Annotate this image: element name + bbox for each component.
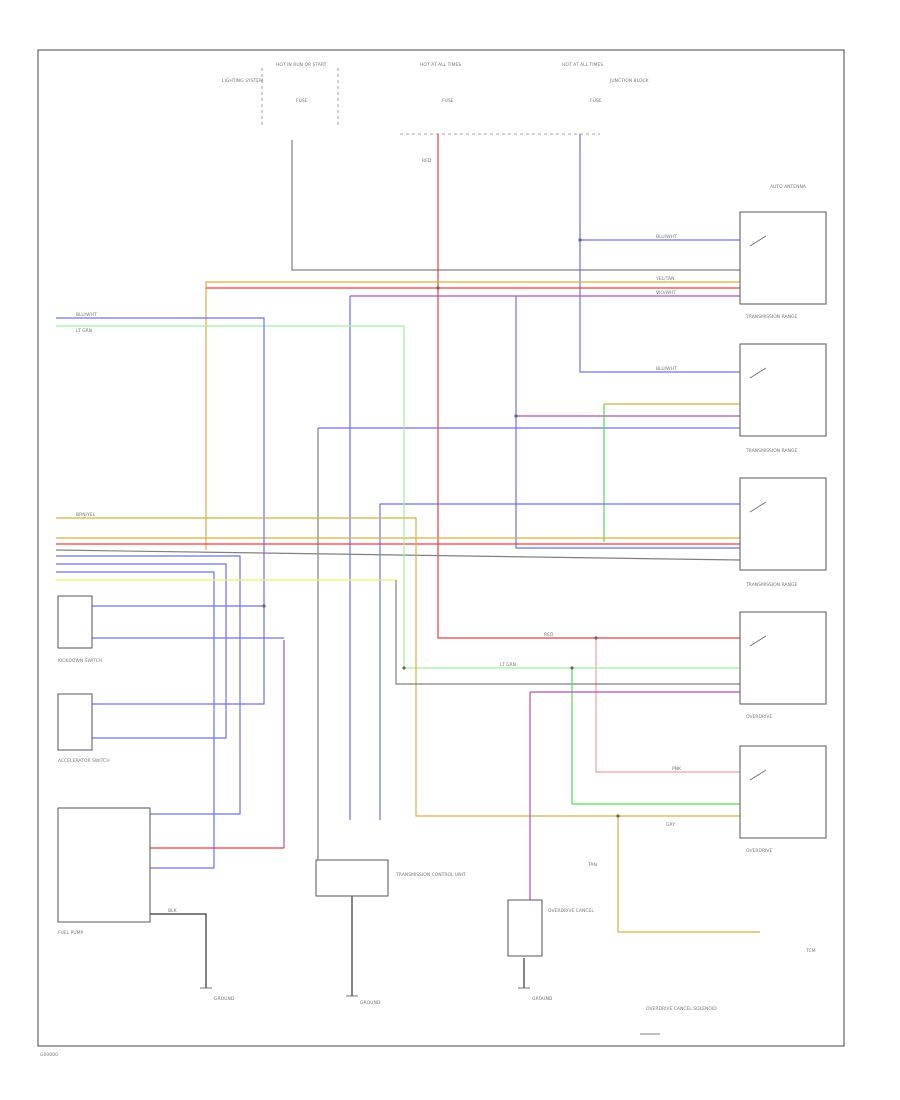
wire-label-blu-wht-3: BLU/WHT bbox=[76, 312, 97, 318]
label-overdrive-relay: OVERDRIVE CANCEL SOLENOID bbox=[646, 1006, 717, 1012]
label-ground-2: GROUND bbox=[360, 1000, 381, 1006]
label-auto-antenna: AUTO ANTENNA bbox=[770, 184, 807, 190]
label-accelerator: ACCELERATOR SWITCH bbox=[58, 758, 110, 764]
label-fuel-pump: FUEL PUMP bbox=[58, 930, 84, 936]
wire-label-vio-wht-1: VIO/WHT bbox=[656, 290, 676, 296]
kickdown-switch-box bbox=[57, 595, 93, 649]
wire-violet-mid-drop bbox=[515, 296, 740, 549]
wire-yel-cancel bbox=[617, 816, 760, 933]
auto-antenna-box bbox=[739, 211, 827, 305]
wire-label-blk: BLK bbox=[168, 908, 178, 914]
wire-label-tan: TAN bbox=[587, 862, 597, 868]
label-transmission-range-3: TRANSMISSION RANGE bbox=[745, 582, 797, 588]
label-transmission-ctrl: TRANSMISSION CONTROL UNIT bbox=[395, 872, 466, 878]
label-ground-1: GROUND bbox=[214, 996, 235, 1002]
label-hot-at-all-times-1: HOT AT ALL TIMES bbox=[420, 62, 461, 68]
label-fuse-1: FUSE bbox=[296, 98, 308, 104]
wire-ground-1 bbox=[150, 913, 207, 988]
accelerator-switch-box bbox=[57, 693, 93, 751]
label-hot-run-start: HOT IN RUN OR START bbox=[276, 62, 327, 68]
wire-blue-feed bbox=[579, 134, 740, 373]
label-ground-3: GROUND bbox=[532, 996, 553, 1002]
footer-code: G00000 bbox=[40, 1052, 58, 1058]
switch-symbols bbox=[749, 235, 767, 781]
label-tcm: TCM bbox=[805, 948, 816, 954]
overdrive-cancel-box bbox=[507, 899, 543, 957]
ground-symbols bbox=[200, 987, 660, 1035]
label-transmission-range-1: TRANSMISSION RANGE bbox=[745, 314, 797, 320]
label-fuse-2: FUSE bbox=[442, 98, 454, 104]
junction-dots bbox=[262, 238, 620, 818]
wire-red-main bbox=[437, 134, 740, 639]
wire-hot-run bbox=[291, 140, 740, 271]
label-junction-block: JUNCTION BLOCK bbox=[609, 78, 650, 84]
wire-label-brn-yel: BRN/YEL bbox=[76, 512, 96, 518]
label-hot-at-all-times-2: HOT AT ALL TIMES bbox=[562, 62, 603, 68]
wire-label-lt-grn-2: LT GRN bbox=[500, 662, 516, 668]
wire-label-red-2: RED bbox=[544, 632, 554, 638]
wire-gray-left bbox=[395, 580, 740, 685]
diagram-frame bbox=[37, 49, 845, 1047]
wire-yel-tan-top bbox=[205, 281, 740, 550]
transmission-range-1-box bbox=[739, 343, 827, 437]
overdrive-2-box bbox=[739, 745, 827, 839]
wire-black-third bbox=[55, 549, 741, 561]
fuel-pump-box bbox=[57, 807, 151, 923]
wire-label-gry: GRY bbox=[666, 822, 675, 828]
wire-label-blu-wht-2: BLU/WHT bbox=[656, 366, 677, 372]
label-overdrive-2: OVERDRIVE bbox=[746, 848, 773, 854]
wire-blue-third bbox=[379, 503, 740, 820]
wire-label-blu-wht-1: BLU/WHT bbox=[656, 234, 677, 240]
label-overdrive-1: OVERDRIVE bbox=[746, 714, 773, 720]
wire-blue-left-4 bbox=[56, 571, 215, 869]
wire-label-lt-grn-1: LT GRN bbox=[76, 328, 92, 334]
label-lighting-system: LIGHTING SYSTEM bbox=[222, 78, 263, 84]
wire-blue-left-3 bbox=[56, 563, 227, 739]
label-kickdown: KICKDOWN SWITCH bbox=[58, 658, 102, 664]
wire-label-pnk: PNK bbox=[672, 766, 682, 772]
label-fuse-3: FUSE bbox=[590, 98, 602, 104]
wire-pink-ctrl bbox=[595, 638, 740, 773]
wire-blue-left bbox=[56, 317, 265, 705]
transmission-range-2-box bbox=[739, 477, 827, 571]
wire-blue-left-2 bbox=[56, 555, 241, 815]
wire-label-yel-tan-1: YEL/TAN bbox=[655, 276, 674, 282]
transmission-ctrl-box bbox=[315, 859, 389, 897]
wire-green-od bbox=[571, 668, 740, 805]
overdrive-1-box bbox=[739, 611, 827, 705]
wire-green-left bbox=[56, 325, 740, 669]
label-transmission-range-2: TRANSMISSION RANGE bbox=[745, 448, 797, 454]
wire-yel-left bbox=[56, 517, 740, 817]
wire-label-red-1: RED bbox=[422, 158, 432, 164]
label-overdrive-cancel: OVERDRIVE CANCEL bbox=[548, 908, 594, 914]
